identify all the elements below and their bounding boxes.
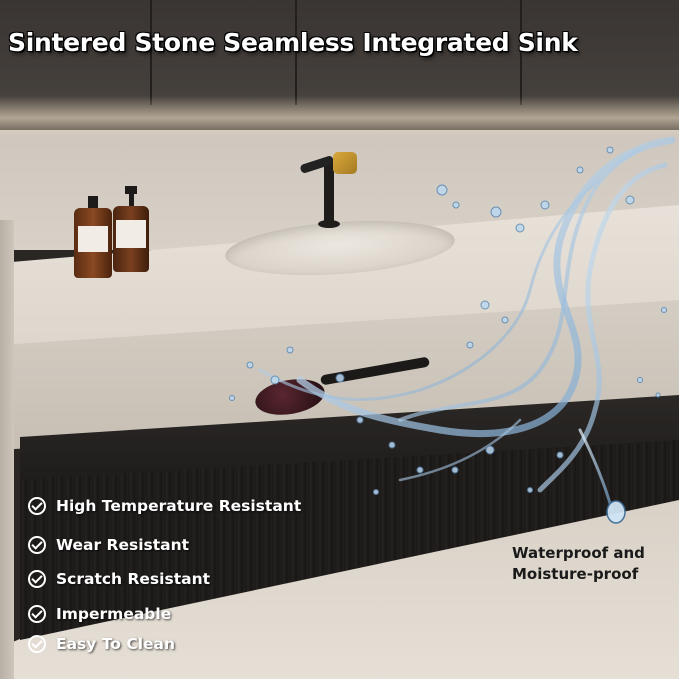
feature-item: Impermeable [28,602,171,626]
faucet-base [318,220,340,228]
check-circle-icon [28,635,46,653]
wall-edge [0,220,14,679]
callout-line: Waterproof and [512,544,645,562]
callout-line: Moisture-proof [512,565,639,583]
feature-label: High Temperature Resistant [56,497,302,515]
feature-label: Wear Resistant [56,536,190,554]
check-circle-icon [28,605,46,623]
check-circle-icon [28,570,46,588]
feature-label: Scratch Resistant [56,570,211,588]
led-light-strip [0,96,679,136]
feature-label: Easy To Clean [56,635,176,653]
waterproof-callout: Waterproof and Moisture-proof [512,543,677,585]
cabinet-seam [295,0,297,105]
check-circle-icon [28,536,46,554]
soap-bottle [74,196,112,278]
cabinet-seam [150,0,152,105]
cabinet-seam [520,0,522,105]
lotion-bottle [113,186,149,272]
faucet-handle [333,152,357,174]
check-circle-icon [28,497,46,515]
feature-item: High Temperature Resistant [28,494,301,518]
feature-item: Wear Resistant [28,533,189,557]
feature-item: Scratch Resistant [28,567,210,591]
faucet [324,162,334,224]
feature-item: Easy To Clean [28,632,175,656]
feature-label: Impermeable [56,605,172,623]
page-title: Sintered Stone Seamless Integrated Sink [8,28,578,57]
